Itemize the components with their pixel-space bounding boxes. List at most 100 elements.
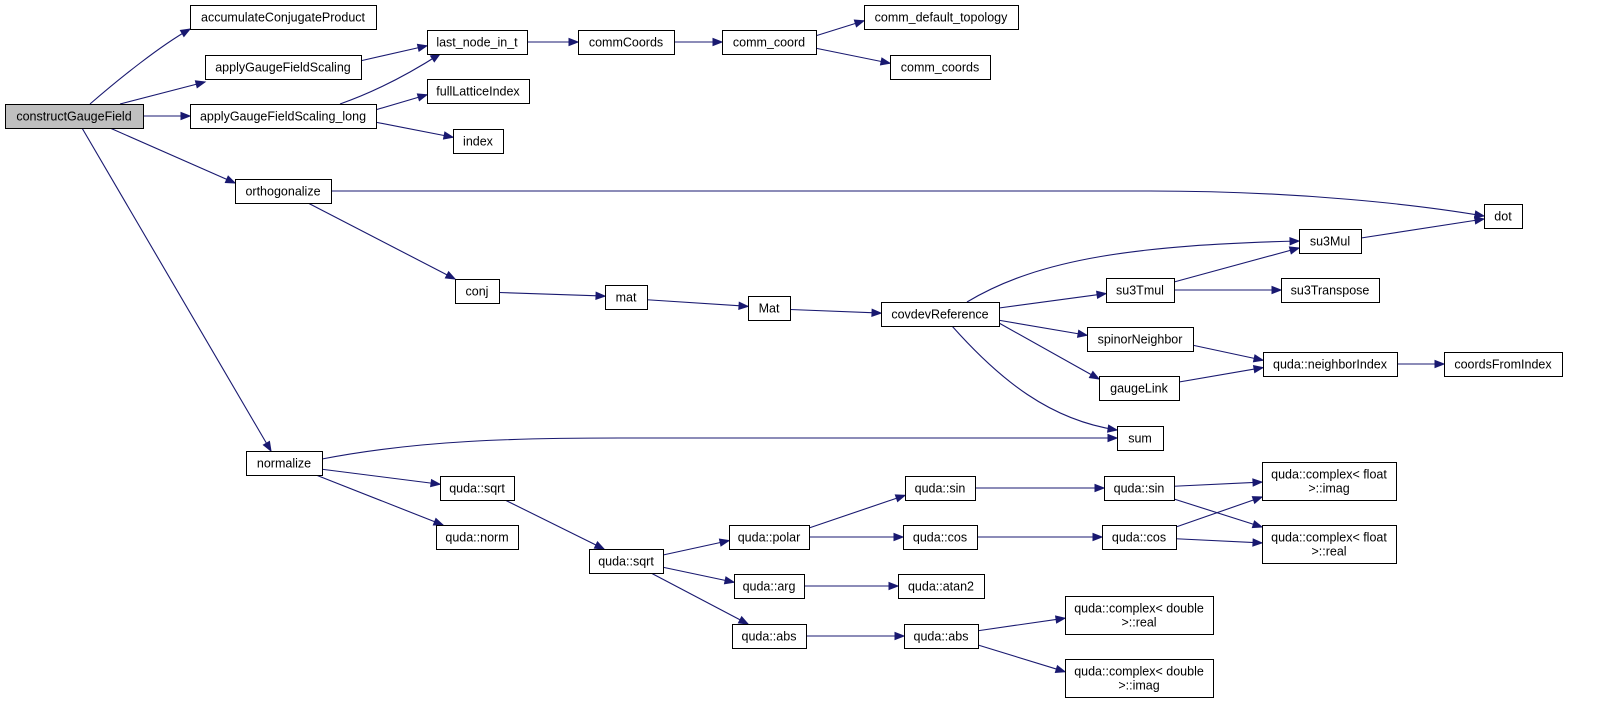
edge-line	[89, 28, 191, 105]
node-quda_abs_1[interactable]: quda::abs	[732, 624, 807, 649]
arrowhead	[1094, 483, 1106, 493]
node-quda_sin_2[interactable]: quda::sin	[1104, 476, 1175, 501]
node-mat[interactable]: mat	[605, 285, 648, 310]
edge-line	[119, 81, 206, 105]
edge-constructGaugeField-to-accumulateConjugateProduct	[89, 28, 192, 105]
edge-line	[1178, 367, 1264, 383]
edge-line	[998, 293, 1107, 309]
arrowhead	[1076, 329, 1089, 338]
node-quda_sin_1[interactable]: quda::sin	[905, 476, 976, 501]
node-label: comm_coords	[901, 61, 980, 75]
edge-quda_sqrt_2-to-quda_polar	[662, 538, 731, 556]
node-su3Mul[interactable]: su3Mul	[1299, 229, 1362, 254]
node-label: quda::sin	[915, 482, 966, 496]
node-label: quda::abs	[914, 630, 969, 644]
node-conj[interactable]: conj	[455, 279, 500, 304]
node-label: fullLatticeIndex	[436, 85, 520, 99]
node-Mat[interactable]: Mat	[748, 296, 791, 321]
edge-line	[815, 47, 891, 64]
node-quda_arg[interactable]: quda::arg	[734, 574, 805, 599]
node-box	[1484, 204, 1523, 229]
node-label: quda::norm	[445, 531, 508, 545]
node-label: quda::complex< float	[1271, 468, 1387, 482]
node-complex_double_imag[interactable]: quda::complex< double>::imag	[1065, 659, 1214, 698]
arrowhead	[1054, 664, 1067, 673]
node-box	[1102, 525, 1177, 550]
node-comm_coords[interactable]: comm_coords	[890, 55, 991, 80]
node-quda_cos_2[interactable]: quda::cos	[1102, 525, 1177, 550]
node-fullLatticeIndex[interactable]: fullLatticeIndex	[427, 79, 530, 104]
edge-normalize-to-sum	[321, 433, 1119, 460]
edge-line	[662, 566, 735, 583]
edge-line	[321, 437, 1117, 460]
edge-quda_cos_2-to-complex_float_real	[1175, 538, 1264, 547]
node-box	[881, 302, 1000, 327]
node-label: >::imag	[1308, 482, 1349, 496]
arrowhead	[429, 53, 442, 63]
node-complex_double_real[interactable]: quda::complex< double>::real	[1065, 596, 1214, 635]
node-box	[1117, 426, 1164, 451]
node-box	[440, 476, 515, 501]
node-label: mat	[616, 291, 637, 305]
arrowhead	[442, 131, 455, 140]
edge-line	[360, 45, 428, 62]
arrowhead	[888, 581, 900, 591]
node-label: su3Mul	[1310, 235, 1350, 249]
node-quda_cos_1[interactable]: quda::cos	[903, 525, 978, 550]
edge-line	[498, 291, 606, 297]
edge-line	[315, 474, 444, 526]
node-orthogonalize[interactable]: orthogonalize	[235, 179, 332, 204]
arrowhead	[737, 615, 750, 625]
node-index[interactable]: index	[453, 129, 504, 154]
node-complex_float_real[interactable]: quda::complex< float>::real	[1262, 525, 1397, 564]
node-box	[748, 296, 791, 321]
node-coordsFromIndex[interactable]: coordsFromIndex	[1444, 352, 1563, 377]
node-last_node_in_t[interactable]: last_node_in_t	[427, 30, 528, 55]
edge-layer	[81, 19, 1486, 673]
node-quda_polar[interactable]: quda::polar	[729, 525, 810, 550]
node-comm_coord[interactable]: comm_coord	[722, 30, 817, 55]
edge-line	[998, 319, 1088, 336]
node-quda_sqrt_2[interactable]: quda::sqrt	[589, 549, 664, 574]
node-applyGaugeFieldScaling[interactable]: applyGaugeFieldScaling	[205, 55, 362, 80]
edge-line	[808, 494, 906, 529]
node-quda_norm[interactable]: quda::norm	[436, 525, 519, 550]
node-gaugeLink[interactable]: gaugeLink	[1099, 376, 1180, 401]
edge-line	[321, 468, 441, 485]
node-quda_sqrt_1[interactable]: quda::sqrt	[440, 476, 515, 501]
edge-quda_abs_2-to-complex_double_imag	[977, 644, 1067, 673]
node-su3Transpose[interactable]: su3Transpose	[1281, 278, 1380, 303]
node-quda_atan2[interactable]: quda::atan2	[898, 574, 985, 599]
node-accumulateConjugateProduct[interactable]: accumulateConjugateProduct	[190, 5, 377, 30]
node-label: comm_default_topology	[875, 11, 1008, 25]
node-normalize[interactable]: normalize	[246, 451, 323, 476]
node-quda_abs_2[interactable]: quda::abs	[904, 624, 979, 649]
node-sum[interactable]: sum	[1117, 426, 1164, 451]
node-comm_default_topology[interactable]: comm_default_topology	[864, 5, 1019, 30]
node-label: sum	[1128, 432, 1152, 446]
arrowhead	[894, 631, 906, 641]
node-constructGaugeField[interactable]: constructGaugeField	[5, 104, 144, 129]
node-box	[1065, 659, 1214, 698]
node-box	[864, 5, 1019, 30]
arrowhead	[1252, 538, 1264, 547]
arrowhead	[1473, 216, 1486, 225]
node-dot[interactable]: dot	[1484, 204, 1523, 229]
node-label: comm_coord	[733, 36, 805, 50]
edge-quda_polar-to-quda_sin_1	[808, 494, 907, 529]
node-spinorNeighbor[interactable]: spinorNeighbor	[1087, 327, 1194, 352]
edge-quda_sin_2-to-complex_float_real	[1173, 498, 1264, 529]
edge-commCoords-to-comm_coord	[674, 37, 724, 47]
edge-line	[998, 322, 1100, 380]
node-covdevReference[interactable]: covdevReference	[881, 302, 1000, 327]
node-complex_float_imag[interactable]: quda::complex< float>::imag	[1262, 462, 1397, 501]
node-commCoords[interactable]: commCoords	[578, 30, 675, 55]
edge-quda_sin_2-to-complex_float_imag	[1173, 478, 1264, 487]
node-quda_neighborIndex[interactable]: quda::neighborIndex	[1263, 352, 1398, 377]
node-box	[190, 5, 377, 30]
node-su3Tmul[interactable]: su3Tmul	[1106, 278, 1175, 303]
arrowhead	[444, 270, 457, 280]
node-applyGaugeFieldScaling_long[interactable]: applyGaugeFieldScaling_long	[190, 104, 377, 129]
arrowhead	[432, 517, 445, 526]
edge-normalize-to-quda_norm	[315, 474, 445, 526]
